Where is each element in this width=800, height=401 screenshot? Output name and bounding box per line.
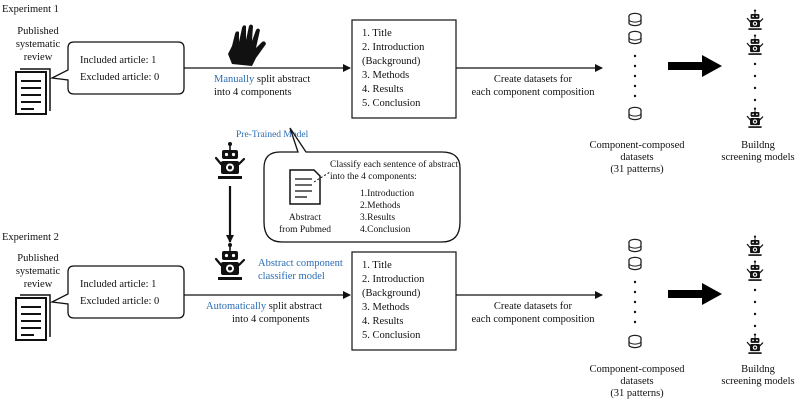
exp1-create-line1: Create datasets for: [494, 74, 573, 85]
dot: [753, 62, 757, 66]
database-icon: [628, 106, 642, 121]
bubble-line1: Classify each sentence of abstract: [330, 159, 459, 170]
robot-icon: [746, 106, 764, 129]
dot: [753, 324, 757, 328]
database-icon: [628, 12, 642, 27]
document-icon: [15, 294, 51, 341]
exp1-models-line1: Buildng: [741, 140, 776, 151]
exp2-datasets-line1: Component-composed: [589, 364, 685, 375]
classifier-line1: Abstract component: [258, 258, 343, 269]
exp2-list-item: 3. Methods: [362, 302, 409, 313]
exp1-list-item: 3. Methods: [362, 70, 409, 81]
classification-bubble: [263, 127, 461, 243]
bubble-list-item: 3.Results: [360, 213, 395, 223]
exp1-list-item: 2. Introduction: [362, 42, 425, 53]
exp1-create-line2: each component composition: [471, 87, 595, 98]
bubble-list-item: 4.Conclusion: [360, 225, 411, 235]
exp1-split-line2: into 4 components: [214, 87, 292, 98]
exp2-split-line2: into 4 components: [232, 314, 310, 325]
exp2-list-item: 2. Introduction: [362, 274, 425, 285]
exp1-article-callout: [49, 41, 185, 95]
bubble-line2: into the 4 components:: [330, 172, 417, 182]
exp2-list-item: 1. Title: [362, 260, 392, 271]
exp1-source-line3: review: [24, 52, 53, 63]
exp1-models-line2: screening models: [721, 152, 794, 163]
exp2-list-item: 4. Results: [362, 316, 403, 327]
exp2-article-callout: [49, 265, 185, 319]
exp1-list-item: 4. Results: [362, 84, 403, 95]
exp2-split-label: Automatically split abstract: [206, 301, 322, 312]
exp1-datasets-line2: datasets: [620, 152, 653, 163]
abstract-document-icon: [289, 169, 331, 205]
bubble-list-item: 2.Methods: [360, 201, 401, 211]
database-icon: [628, 238, 642, 253]
exp2-models-line2: screening models: [721, 376, 794, 387]
robot-icon: [214, 241, 246, 282]
robot-icon: [746, 332, 764, 355]
experiment1-label: Experiment 1: [2, 4, 59, 15]
dot: [633, 320, 637, 324]
dot: [633, 64, 637, 68]
exp1-datasets-line3: (31 patterns): [610, 164, 664, 175]
experiment2-label: Experiment 2: [2, 232, 59, 243]
exp1-split-label: Manually split abstract: [214, 74, 310, 85]
document-icon: [15, 68, 51, 115]
exp2-models-line1: Buildng: [741, 364, 776, 375]
dot: [753, 74, 757, 78]
exp1-included: Included article: 1: [80, 55, 156, 66]
dot: [753, 98, 757, 102]
exp2-thick-arrow: [668, 283, 722, 305]
dot: [633, 300, 637, 304]
robot-icon: [746, 8, 764, 31]
database-icon: [628, 256, 642, 271]
exp2-components-box: [351, 251, 457, 351]
robot-icon: [746, 234, 764, 257]
exp2-source-line3: review: [24, 279, 53, 290]
dot: [633, 84, 637, 88]
exp2-list-item: (Background): [362, 288, 421, 299]
exp1-datasets-line1: Component-composed: [589, 140, 685, 151]
database-icon: [628, 334, 642, 349]
dot: [633, 290, 637, 294]
exp2-source-line2: systematic: [16, 266, 61, 277]
dot: [633, 94, 637, 98]
exp2-excluded: Excluded article: 0: [80, 296, 159, 307]
robot-icon: [746, 259, 764, 282]
exp2-source-line1: Published: [17, 253, 59, 264]
exp2-create-line1: Create datasets for: [494, 301, 573, 312]
abstract-line1: Abstract: [289, 213, 322, 223]
abstract-line2: from Pubmed: [279, 224, 331, 235]
exp1-components-box: [351, 19, 457, 119]
dot: [633, 280, 637, 284]
bubble-list-item: 1.Introduction: [360, 189, 414, 199]
exp1-list-item: 5. Conclusion: [362, 98, 421, 109]
exp1-source-line2: systematic: [16, 39, 61, 50]
robot-icon: [746, 33, 764, 56]
dot: [633, 310, 637, 314]
exp1-thick-arrow: [668, 55, 722, 77]
glove-icon: [228, 24, 266, 66]
database-icon: [628, 30, 642, 45]
exp2-list-item: 5. Conclusion: [362, 330, 421, 341]
dot: [753, 86, 757, 90]
exp1-list-item: 1. Title: [362, 28, 392, 39]
exp1-source-line1: Published: [17, 26, 59, 37]
exp2-create-line2: each component composition: [471, 314, 595, 325]
exp2-included: Included article: 1: [80, 279, 156, 290]
dot: [753, 300, 757, 304]
dot: [753, 312, 757, 316]
classifier-line2: classifier model: [258, 271, 325, 282]
dot: [633, 54, 637, 58]
exp2-datasets-line2: datasets: [620, 376, 653, 387]
dot: [753, 288, 757, 292]
pretrained-model-label: Pre-Trained Model: [236, 130, 309, 140]
dot: [633, 74, 637, 78]
exp1-excluded: Excluded article: 0: [80, 72, 159, 83]
exp1-list-item: (Background): [362, 56, 421, 67]
robot-icon: [214, 140, 246, 181]
exp2-datasets-line3: (31 patterns): [610, 388, 664, 399]
